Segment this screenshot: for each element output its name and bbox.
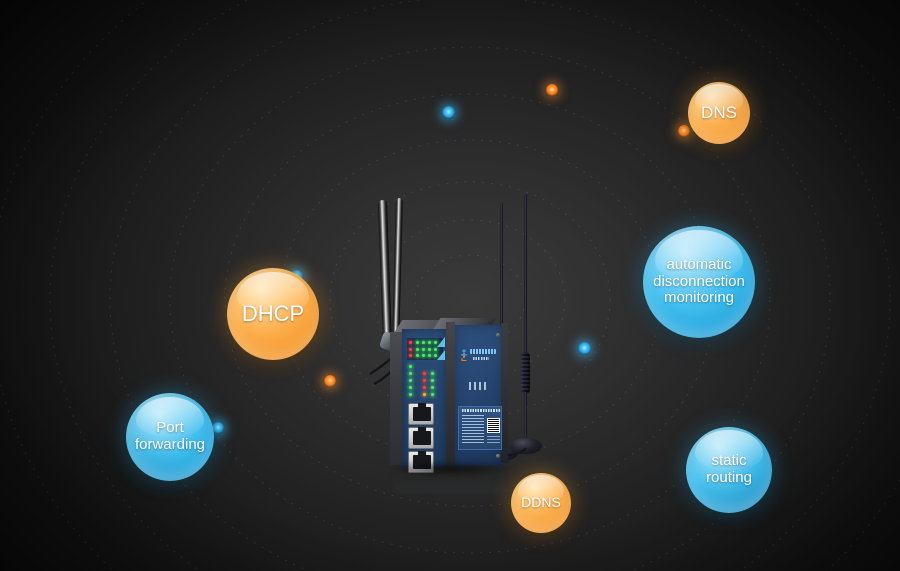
- router-right-edge: [501, 323, 508, 463]
- certification-marks: [469, 382, 487, 390]
- feature-bubble-dhcp[interactable]: DHCP: [227, 268, 319, 360]
- router-ground-shadow: [386, 462, 516, 476]
- router-brand-logo-icon: [460, 348, 468, 362]
- router-model-text: [470, 349, 496, 354]
- signal-bars-icon-2: [437, 350, 445, 360]
- feature-bubble-label: DDNS: [521, 494, 561, 511]
- feature-bubble-label: automatic disconnection monitoring: [653, 255, 745, 307]
- dot-blue-top: [442, 106, 455, 119]
- router-label-plate: [458, 406, 502, 450]
- mount-screw-top: [496, 333, 500, 337]
- signal-bars-icon-1: [437, 337, 445, 347]
- feature-bubble-port[interactable]: Port forwarding: [126, 393, 214, 481]
- industrial-4g-router: [368, 192, 578, 492]
- ethernet-port-2: [408, 427, 434, 449]
- feature-bubble-static[interactable]: static routing: [686, 427, 772, 513]
- dot-blue-right: [578, 342, 591, 355]
- label-footer-line: [487, 436, 500, 444]
- led-group-lower: [407, 365, 443, 397]
- feature-bubble-automatic[interactable]: automatic disconnection monitoring: [643, 226, 755, 338]
- feature-bubble-label: DHCP: [241, 300, 305, 326]
- mount-screw-bottom: [496, 454, 500, 458]
- feature-bubble-dns[interactable]: DNS: [688, 82, 750, 144]
- label-spec-lines: [462, 415, 484, 445]
- feature-bubble-ddns[interactable]: DDNS: [511, 473, 571, 533]
- ethernet-port-1: [408, 403, 434, 425]
- dot-orange-topright: [546, 84, 558, 96]
- router-subtitle-text: [473, 357, 489, 360]
- feature-bubble-label: DNS: [701, 103, 737, 123]
- dot-orange-dns: [678, 125, 690, 137]
- router-center-bezel: [446, 322, 455, 466]
- label-qr-code: [487, 418, 500, 433]
- label-header-line: [462, 409, 500, 412]
- feature-bubble-label: static routing: [706, 452, 752, 486]
- dot-orange-left: [324, 375, 336, 387]
- feature-bubble-label: Port forwarding: [134, 419, 206, 453]
